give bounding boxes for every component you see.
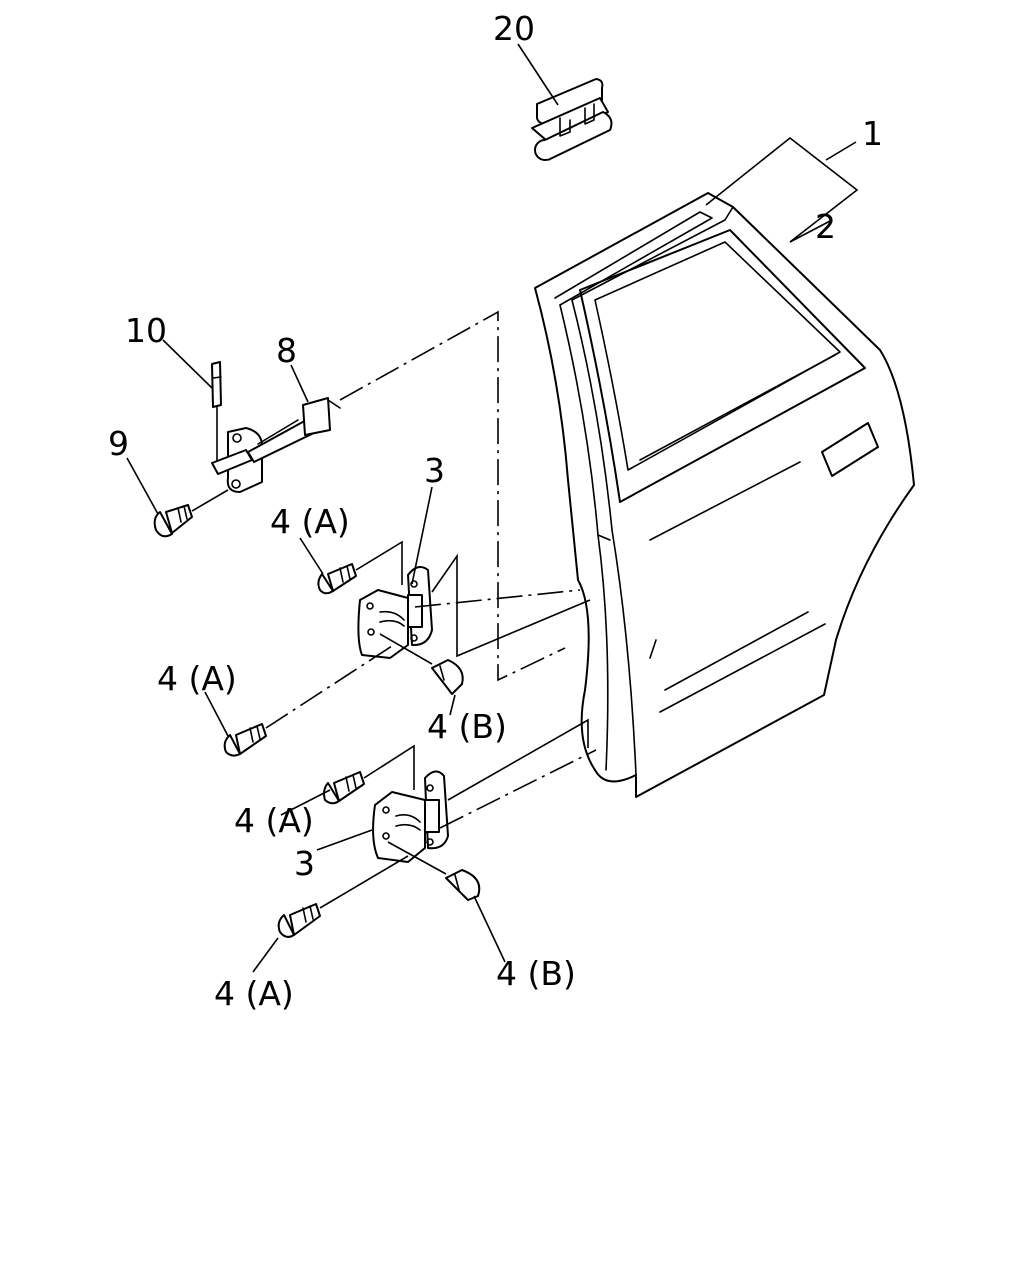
callout-2: 2 — [815, 207, 836, 246]
callout-3-lower: 3 — [294, 844, 315, 883]
callout-4a-upper-hinge-top: 4 (A) — [270, 502, 350, 541]
rear-door-assembly — [534, 192, 915, 798]
callout-4a-upper-hinge-bottom: 4 (A) — [157, 659, 237, 698]
callout-8: 8 — [276, 331, 297, 370]
callout-3-upper: 3 — [424, 451, 445, 490]
callout-4a-lower-hinge-top: 4 (A) — [234, 801, 314, 840]
callout-1: 1 — [862, 114, 883, 153]
door-check-assembly — [153, 310, 566, 682]
callout-10: 10 — [125, 311, 167, 350]
callout-4a-lower-hinge-bottom: 4 (A) — [214, 974, 294, 1013]
lower-hinge-assembly — [277, 718, 597, 938]
callout-labels: 20 1 2 10 8 9 3 4 (A) 4 (A) 4 (B) 4 (A) … — [108, 9, 883, 1013]
upper-hinge-assembly — [223, 540, 591, 757]
callout-4b-lower-hinge: 4 (B) — [496, 954, 576, 993]
part-20-clip — [531, 78, 613, 161]
callout-4b-upper-hinge: 4 (B) — [427, 707, 507, 746]
callout-9: 9 — [108, 424, 129, 463]
leader-lines — [126, 43, 859, 973]
callout-20: 20 — [493, 9, 535, 48]
